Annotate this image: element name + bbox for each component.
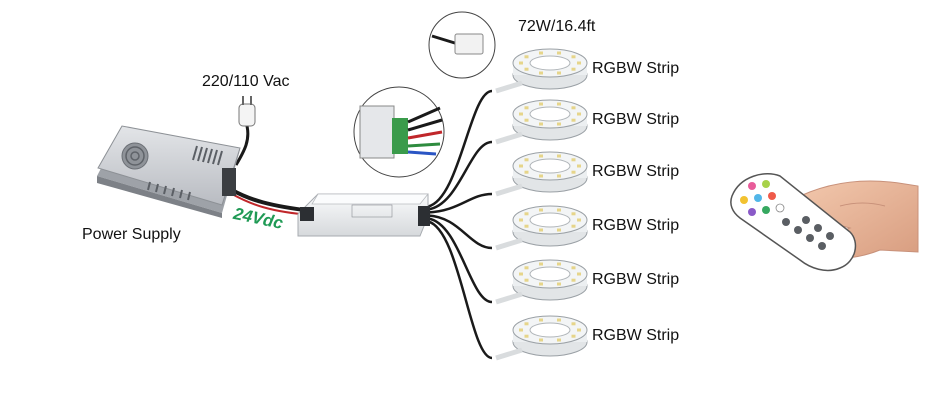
strip-5: RGBW Strip: [495, 259, 679, 305]
strip-label: RGBW Strip: [592, 271, 679, 288]
strip-1: RGBW Strip: [495, 48, 679, 94]
mains-cable: [234, 125, 250, 166]
strip-cable: [427, 140, 493, 211]
controller-terminal-zoom: [353, 86, 445, 178]
plug-icon: [238, 96, 256, 127]
strip-3: RGBW Strip: [495, 151, 679, 197]
strip-4: RGBW Strip: [495, 205, 679, 251]
strip-cable: [427, 89, 493, 208]
controller-icon: [297, 193, 430, 237]
strip-rating-label: 72W/16.4ft: [518, 18, 596, 35]
output-cables: [427, 89, 493, 360]
strip-6: RGBW Strip: [495, 315, 679, 361]
strip-label: RGBW Strip: [592, 111, 679, 128]
led-strip-reel-icon: [495, 99, 588, 145]
led-strip-reel-icon: [495, 259, 588, 305]
strip-label: RGBW Strip: [592, 327, 679, 344]
dc-voltage-label: 24Vdc: [231, 204, 285, 233]
remote-icon: [730, 173, 857, 272]
strip-label: RGBW Strip: [592, 60, 679, 77]
strip-connector-zoom: [428, 11, 496, 79]
power-supply-icon: [97, 125, 241, 218]
led-strip-reel-icon: [495, 151, 588, 197]
led-strip-reel-icon: [495, 48, 588, 94]
strip-label: RGBW Strip: [592, 163, 679, 180]
strip-cable: [427, 217, 493, 304]
mains-voltage-label: 220/110 Vac: [202, 73, 289, 90]
strip-cable: [427, 214, 493, 250]
power-supply-label: Power Supply: [82, 226, 181, 243]
led-strip-reel-icon: [495, 205, 588, 251]
strip-2: RGBW Strip: [495, 99, 679, 145]
strip-label: RGBW Strip: [592, 217, 679, 234]
strip-cable: [427, 220, 493, 360]
strip-cable: [427, 192, 493, 214]
led-strip-reel-icon: [495, 315, 588, 361]
